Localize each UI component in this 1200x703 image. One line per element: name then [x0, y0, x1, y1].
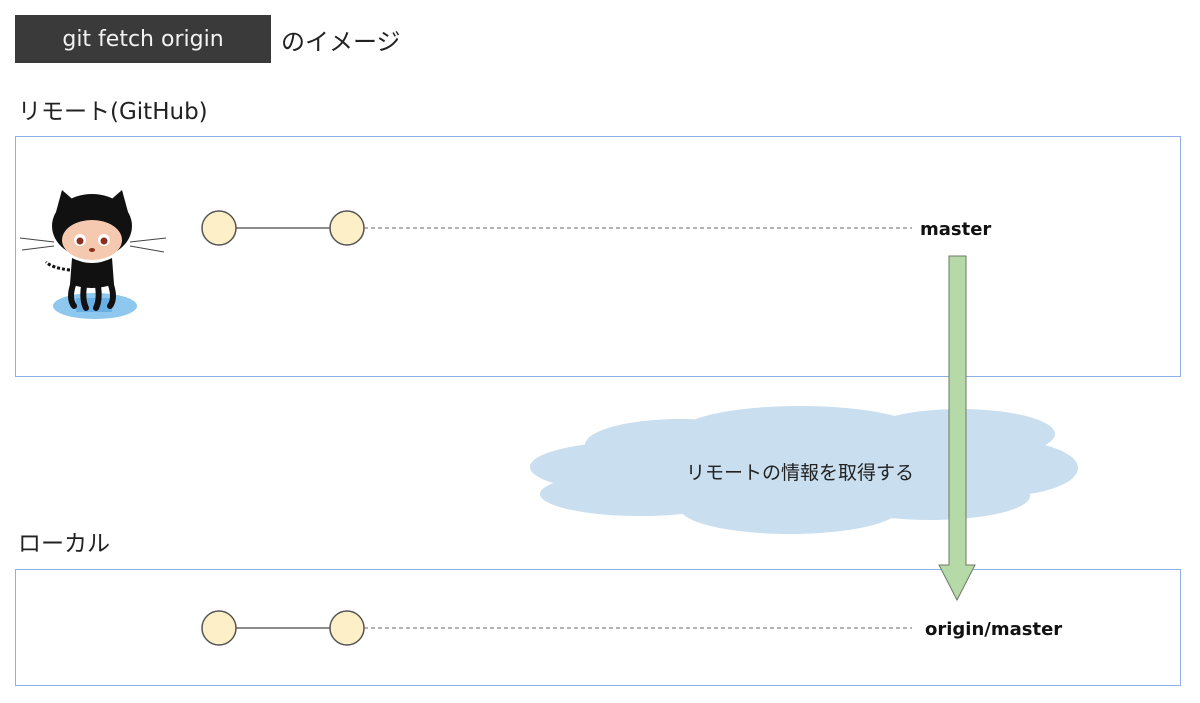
- command-text: git fetch origin: [62, 26, 224, 52]
- local-commit-1: [201, 610, 237, 646]
- title-suffix: のイメージ: [281, 28, 401, 56]
- remote-section-label: リモート(GitHub): [18, 99, 208, 125]
- local-commit-2: [329, 610, 365, 646]
- fetch-action-label: リモートの情報を取得する: [686, 462, 914, 484]
- remote-commit-1: [201, 210, 237, 246]
- local-section-label: ローカル: [18, 531, 110, 557]
- github-octocat-icon: [19, 190, 167, 319]
- remote-branch-label: master: [920, 219, 991, 240]
- fetch-arrow: [938, 255, 976, 602]
- remote-panel: [15, 136, 1181, 377]
- command-title: git fetch origin: [15, 15, 271, 63]
- local-panel: [15, 569, 1181, 686]
- local-branch-label: origin/master: [925, 619, 1062, 640]
- remote-commit-2: [329, 210, 365, 246]
